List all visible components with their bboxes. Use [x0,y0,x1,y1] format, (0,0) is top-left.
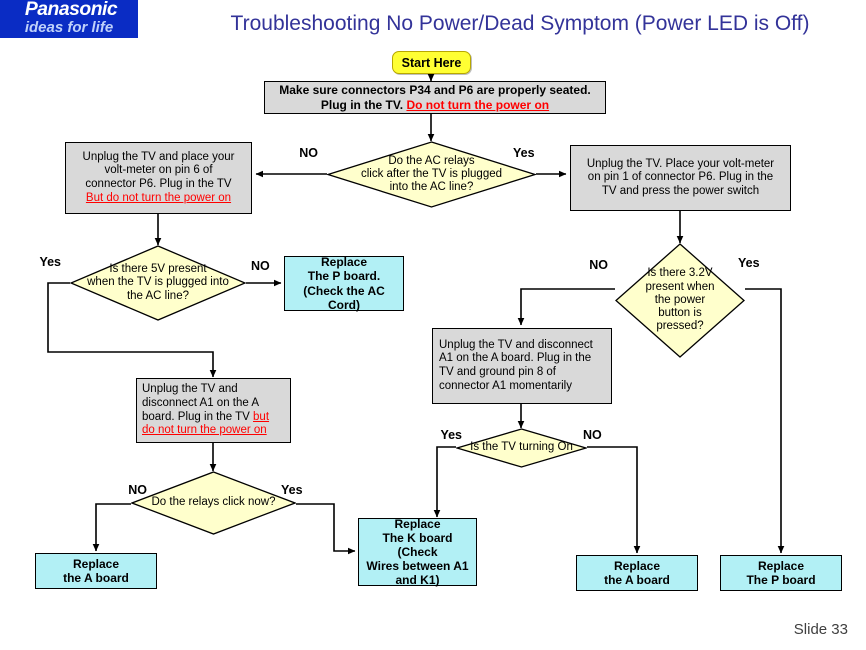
edge-label-ac-relays-no: NO [299,146,318,160]
page-title: Troubleshooting No Power/Dead Symptom (P… [230,12,810,35]
ground-pin8-line1: Unplug the TV and disconnect [439,338,593,351]
replace-p-board-cord-line2: The P board. [307,269,381,284]
replace-k-board-line2: The K board (Check [382,530,453,559]
decision-relays-now-shape [131,471,296,535]
seat-connectors-warning: Do not turn the power on [406,97,550,112]
seat-connectors-line1: Make sure connectors P34 and P6 are prop… [279,83,591,98]
disconnect-a1-line3-text: board. Plug in the TV [142,410,254,423]
seat-connectors-line2: Plug in the TV. Do not turn the power on [321,98,549,112]
edge-label-tv-on-no: NO [583,428,602,442]
measure-pin6-line1: Unplug the TV and place your [82,150,235,163]
node-decision-5v[interactable]: Is there 5V present when the TV is plugg… [70,245,246,321]
node-measure-pin1[interactable]: Unplug the TV. Place your volt-meter on … [570,145,791,211]
measure-pin6-warning: But do not turn the power on [85,191,232,204]
node-start-here[interactable]: Start Here [392,51,471,74]
disconnect-a1-line2: disconnect A1 on the A [142,396,260,409]
decision-32v-shape [615,243,745,358]
edge-label-relays-now-no: NO [128,483,147,497]
logo-brand-text: Panasonic [24,0,118,20]
replace-a-board-mid-line2: the A board [604,573,670,587]
node-decision-relays-now[interactable]: Do the relays click now? [131,471,296,535]
ground-pin8-line2: A1 on the A board. Plug in the [439,352,592,365]
node-replace-a-board-mid[interactable]: Replace the A board [576,555,698,591]
replace-p-board-right-line1: Replace [757,558,805,573]
node-seat-connectors[interactable]: Make sure connectors P34 and P6 are prop… [264,81,606,114]
measure-pin1-line2: on pin 1 of connector P6. Plug in the [587,171,774,184]
measure-pin1-line1: Unplug the TV. Place your volt-meter [586,157,775,170]
node-disconnect-a1[interactable]: Unplug the TV and disconnect A1 on the A… [136,378,291,443]
edge-label-relays-now-yes: Yes [281,483,303,497]
measure-pin6-line2: volt-meter on pin 6 of [104,164,213,177]
panasonic-logo: Panasonic ideas for life [0,0,140,38]
edge-label-32v-yes: Yes [738,256,760,270]
edge-label-tv-on-yes: Yes [440,428,462,442]
node-ground-pin8[interactable]: Unplug the TV and disconnect A1 on the A… [432,328,612,404]
node-measure-pin6[interactable]: Unplug the TV and place your volt-meter … [65,142,252,214]
node-replace-p-board-right[interactable]: Replace The P board [720,555,842,591]
replace-a-board-mid-line1: Replace [613,558,661,573]
replace-p-board-cord-line3: (Check the AC Cord) [303,283,385,312]
disconnect-a1-warning-b: do not turn the power on [142,424,267,437]
replace-a-board-left-line2: the A board [63,571,129,585]
node-replace-a-board-left[interactable]: Replace the A board [35,553,157,589]
seat-connectors-line2-text: Plug in the TV. [320,97,407,112]
node-decision-tv-on[interactable]: Is the TV turning On [456,428,587,468]
decision-ac-relays-shape [327,141,536,208]
edge-label-ac-relays-yes: Yes [513,146,535,160]
replace-a-board-left-line1: Replace [72,556,120,571]
disconnect-a1-warning-a: but [253,410,270,423]
disconnect-a1-line1: Unplug the TV and [142,383,238,396]
edge-label-32v-no: NO [589,258,608,272]
replace-p-board-cord-line1: Replace [320,255,368,270]
node-replace-k-board[interactable]: Replace The K board (Check Wires between… [358,516,477,588]
measure-pin1-line3: TV and press the power switch [601,184,760,197]
measure-pin6-line3: connector P6. Plug in the TV [85,178,232,190]
replace-k-board-line4: and K1) [395,573,440,588]
node-decision-32v[interactable]: Is there 3.2V present when the power but… [615,243,745,358]
replace-p-board-right-line2: The P board [746,573,816,587]
edge-label-5v-no: NO [251,259,270,273]
node-replace-p-board-cord[interactable]: Replace The P board. (Check the AC Cord) [284,255,404,312]
ground-pin8-line4: connector A1 momentarily [439,379,572,392]
decision-5v-shape [70,245,246,321]
disconnect-a1-line3: board. Plug in the TV but [142,411,269,425]
start-here-label: Start Here [401,55,462,70]
logo-tagline-text: ideas for life [24,19,114,36]
ground-pin8-line3: TV and ground pin 8 of [439,366,556,378]
decision-tv-on-shape [456,428,587,468]
replace-k-board-line1: Replace [394,516,441,531]
node-decision-ac-relays[interactable]: Do the AC relays click after the TV is p… [327,141,536,208]
edge-label-5v-yes: Yes [39,255,61,269]
replace-k-board-line3: Wires between A1 [366,559,469,574]
slide-number: Slide 33 [793,621,848,638]
